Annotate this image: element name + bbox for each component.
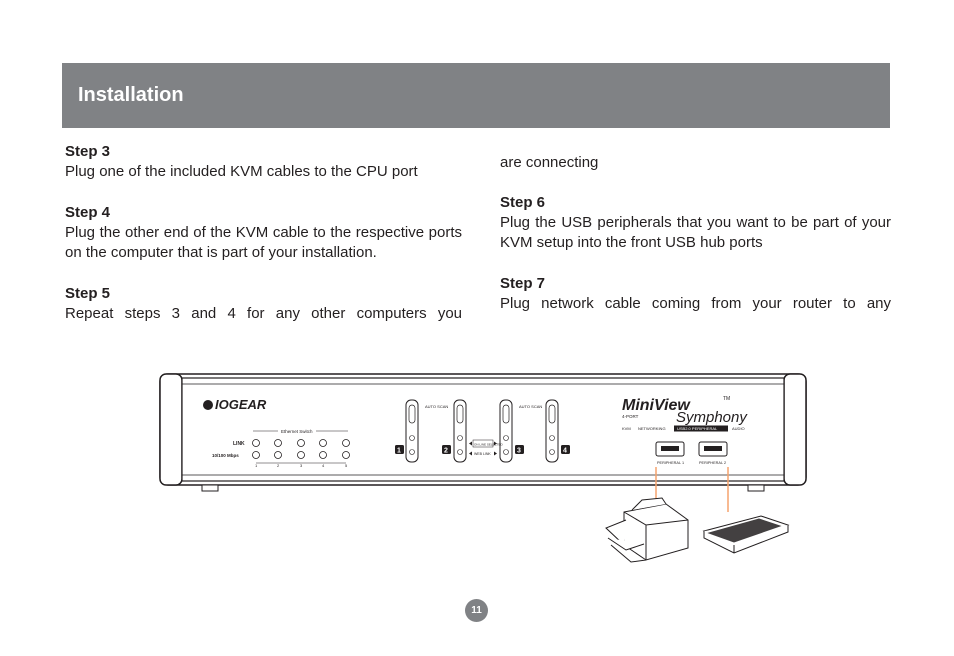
printer-icon: [605, 497, 689, 563]
brand-text: IOGEAR: [215, 397, 267, 412]
ethernet-port-number: 1: [255, 463, 258, 468]
right-arrow-icon: [494, 441, 497, 446]
feature-usb: USB2.0 PERIPHERAL: [677, 426, 718, 431]
left-column: Step 3 Plug one of the included KVM cabl…: [65, 142, 462, 324]
kvm-chassis: [159, 373, 807, 492]
product-line: MiniView: [622, 397, 691, 414]
peripheral-2-label: PERIPHERAL 2: [699, 461, 726, 465]
port-select-buttons: [405, 399, 559, 463]
feature-networking: NETWORKING: [638, 426, 666, 431]
product-branding: MiniView TM Symphony 4-PORT KVM NETWORKI…: [622, 396, 748, 432]
ethernet-switch-title: Ethernet Switch: [281, 429, 313, 434]
auto-scan-label: AUTO SCAN: [425, 404, 448, 409]
ethernet-port-number: 3: [300, 463, 303, 468]
step-5: Step 5 Repeat steps 3 and 4 for any othe…: [65, 284, 462, 324]
kvm-switch-illustration: IOGEAR Ethernet Switch LINK 10/100 Mbps …: [159, 373, 807, 563]
section-header: Installation: [62, 63, 890, 128]
iogear-logo: IOGEAR: [203, 397, 267, 412]
port-number: 1: [397, 448, 401, 455]
step-text: Plug the USB peripherals that you want t…: [500, 214, 891, 251]
left-arrow-icon: [469, 451, 472, 456]
ethernet-port-number: 4: [322, 463, 325, 468]
port-number-badges: 1 2 3 4: [395, 445, 570, 455]
peripheral-1-label: PERIPHERAL 1: [657, 461, 684, 465]
ethernet-port-number: 2: [277, 463, 280, 468]
step-7: Step 7 Plug network cable coming from yo…: [500, 274, 891, 314]
trademark: TM: [723, 396, 730, 402]
step-text: Plug network cable coming from your rout…: [500, 295, 891, 312]
continuation-text: are connecting: [500, 154, 599, 171]
ethernet-port-number: 5: [345, 463, 348, 468]
step-title: Step 7: [500, 275, 546, 292]
step-title: Step 4: [65, 204, 111, 221]
feature-kvm: KVM: [622, 426, 631, 431]
step-6: Step 6 Plug the USB peripherals that you…: [500, 193, 891, 253]
step-3: Step 3 Plug one of the included KVM cabl…: [65, 142, 462, 182]
page-number-badge: 11: [465, 599, 488, 622]
left-arrow-icon: [469, 441, 472, 446]
step-title: Step 5: [65, 285, 111, 302]
usb-ports: [655, 441, 728, 457]
web-link-label: WEB LINK: [474, 452, 491, 456]
step-text: Repeat steps 3 and 4 for any other compu…: [65, 305, 462, 322]
port-number: 4: [563, 448, 567, 455]
speed-label: 10/100 Mbps: [212, 453, 239, 458]
step-4: Step 4 Plug the other end of the KVM cab…: [65, 203, 462, 263]
product-sub: Symphony: [676, 409, 748, 426]
port-number: 2: [444, 448, 448, 455]
auto-scan-label: AUTO SCAN: [519, 404, 542, 409]
step-text: Plug the other end of the KVM cable to t…: [65, 224, 462, 261]
link-label: LINK: [233, 441, 245, 447]
online-selected-label: ON LINE SELECTED: [474, 443, 504, 447]
step-text: Plug one of the included KVM cables to t…: [65, 163, 418, 180]
step-title: Step 3: [65, 143, 111, 160]
right-arrow-icon: [494, 451, 497, 456]
section-title: Installation: [78, 84, 184, 106]
ethernet-leds: [252, 439, 350, 459]
ports-label: 4-PORT: [622, 414, 639, 419]
port-number: 3: [517, 448, 521, 455]
right-column: are connecting Step 6 Plug the USB perip…: [500, 153, 891, 314]
step-title: Step 6: [500, 194, 546, 211]
feature-audio: AUDIO: [732, 426, 745, 431]
scanner-icon: [702, 515, 790, 554]
